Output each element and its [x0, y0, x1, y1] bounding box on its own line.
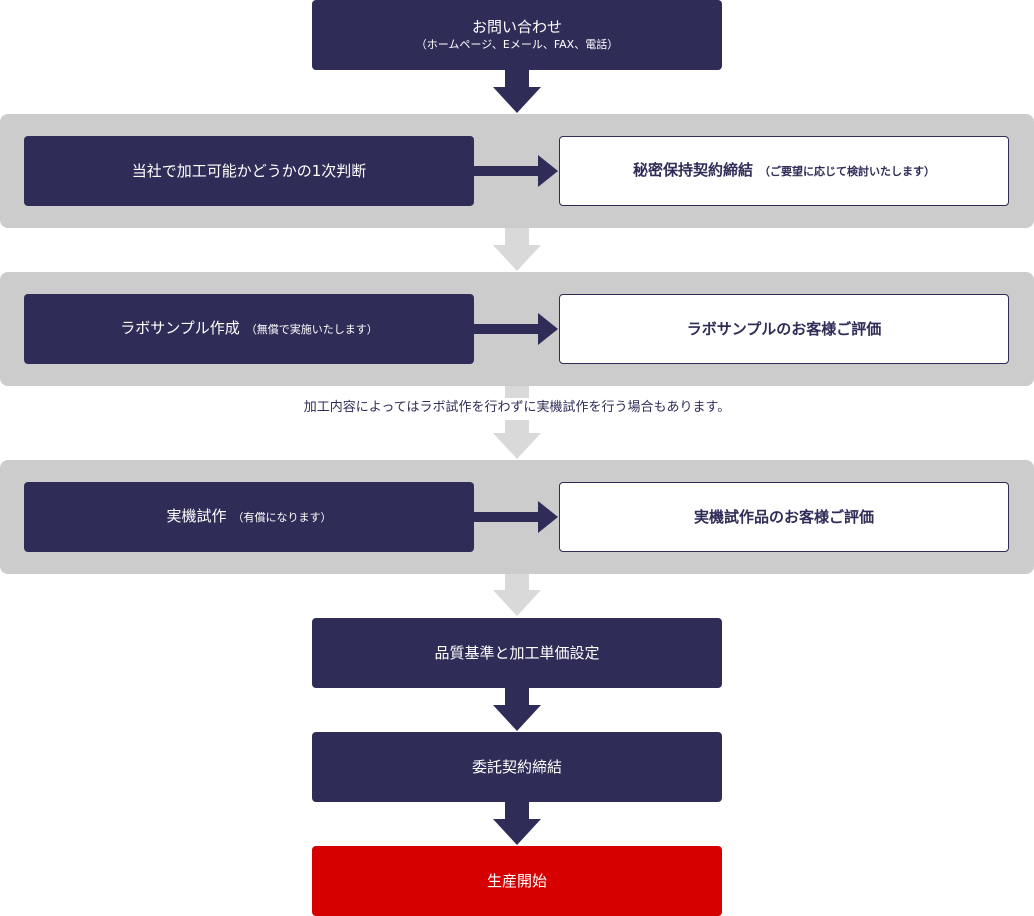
dark-down-arrow-1: [493, 70, 541, 113]
step-contract: 委託契約締結: [312, 732, 722, 802]
step-nda: 秘密保持契約締結 （ご要望に応じて検討いたします）: [559, 136, 1009, 206]
step-feasibility: 当社で加工可能かどうかの1次判断: [24, 136, 474, 206]
step-production-label: 生産開始: [486, 872, 547, 890]
step-machine-trial-sub: （有償になります）: [232, 511, 332, 524]
step-machine-eval: 実機試作品のお客様ご評価: [559, 482, 1009, 552]
step-machine-trial: 実機試作 （有償になります）: [24, 482, 474, 552]
step-inquiry-label: お問い合わせ: [471, 18, 562, 36]
gray-down-arrow-1: [493, 228, 541, 271]
step-lab-sample-text: ラボサンプル作成 （無償で実施いたします）: [120, 318, 378, 340]
step-machine-trial-text: 実機試作 （有償になります）: [166, 506, 331, 528]
gray-down-arrow-2: [493, 386, 541, 459]
step-inquiry-sub: （ホームページ、Eメール、FAX、電話）: [415, 38, 619, 51]
step-quality: 品質基準と加工単価設定: [312, 618, 722, 688]
step-production: 生産開始: [312, 846, 722, 916]
step-lab-sample: ラボサンプル作成 （無償で実施いたします）: [24, 294, 474, 364]
step-feasibility-label: 当社で加工可能かどうかの1次判断: [131, 162, 367, 180]
note-skip-lab-trial: 加工内容によってはラボ試作を行わずに実機試作を行う場合もあります。: [303, 400, 731, 415]
right-arrow-2: [474, 313, 558, 345]
right-arrow-1: [474, 155, 558, 187]
dark-down-arrow-2: [493, 688, 541, 731]
step-nda-label: 秘密保持契約締結: [632, 161, 753, 179]
step-machine-trial-label: 実機試作: [166, 507, 227, 525]
step-inquiry: お問い合わせ （ホームページ、Eメール、FAX、電話）: [312, 0, 722, 70]
step-contract-label: 委託契約締結: [471, 758, 562, 776]
step-lab-sample-sub: （無償で実施いたします）: [245, 323, 378, 336]
dark-down-arrow-3: [493, 802, 541, 845]
step-lab-sample-label: ラボサンプル作成: [120, 319, 240, 337]
step-lab-eval: ラボサンプルのお客様ご評価: [559, 294, 1009, 364]
gray-down-arrow-3: [493, 574, 541, 616]
step-machine-eval-label: 実機試作品のお客様ご評価: [693, 508, 874, 526]
step-nda-text: 秘密保持契約締結 （ご要望に応じて検討いたします）: [633, 160, 935, 182]
right-arrow-3: [474, 501, 558, 533]
step-lab-eval-label: ラボサンプルのお客様ご評価: [686, 320, 882, 338]
step-nda-sub: （ご要望に応じて検討いたします）: [759, 165, 935, 178]
step-quality-label: 品質基準と加工単価設定: [434, 644, 600, 662]
